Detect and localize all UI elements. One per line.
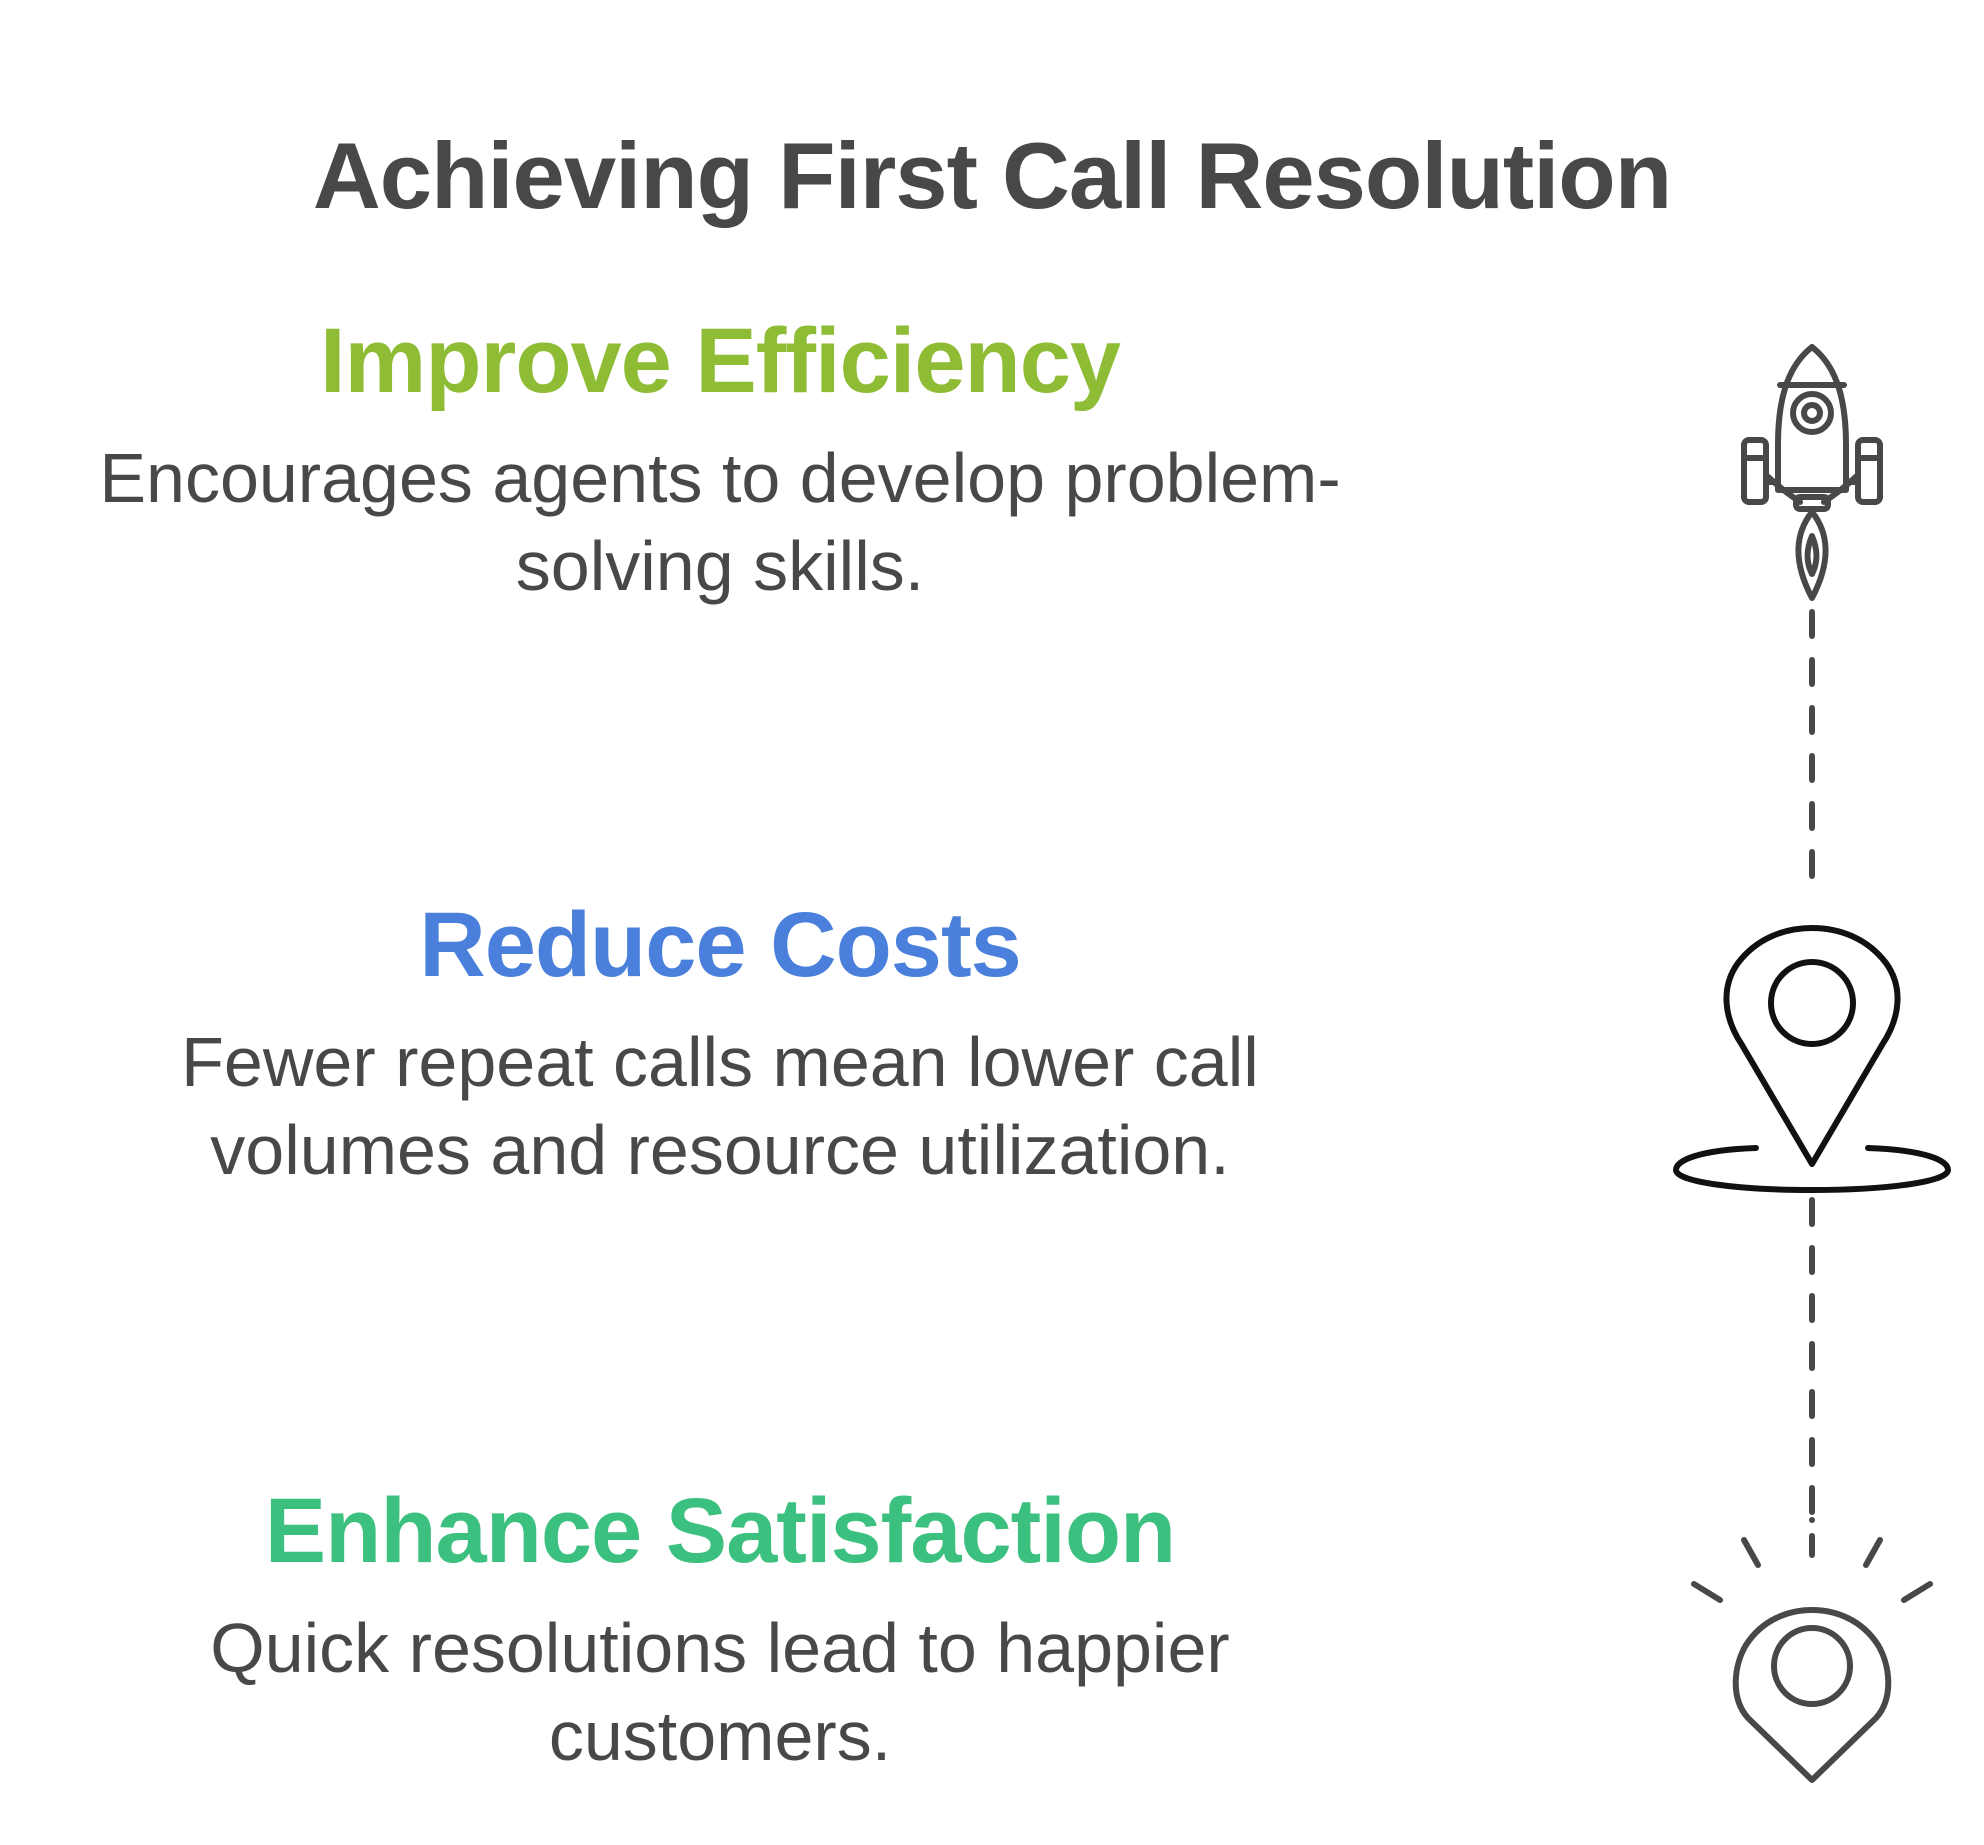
step-description: Fewer repeat calls mean lower call volum… [30, 1018, 1410, 1194]
step-heading: Reduce Costs [419, 894, 1022, 996]
step-description-line: customers. [548, 1697, 892, 1775]
rocket-icon [1741, 344, 1883, 601]
step-enhance-satisfaction: Enhance Satisfaction Quick resolutions l… [30, 1476, 1410, 1780]
step-heading: Improve Efficiency [319, 310, 1121, 412]
step-description-line: solving skills. [515, 527, 925, 605]
step-description: Quick resolutions lead to happier custom… [30, 1604, 1410, 1780]
step-description-line: volumes and resource utilization. [210, 1111, 1230, 1189]
shining-pin-icon [1691, 1517, 1933, 1783]
step-description-line: Quick resolutions lead to happier [210, 1609, 1230, 1687]
step-description-line: Encourages agents to develop problem- [99, 439, 1341, 517]
map-pin-icon [1673, 925, 1951, 1193]
step-description-line: Fewer repeat calls mean lower call [181, 1023, 1259, 1101]
step-improve-efficiency: Improve Efficiency Encourages agents to … [30, 306, 1410, 610]
page-title: Achieving First Call Resolution [312, 122, 1672, 228]
step-heading: Enhance Satisfaction [264, 1480, 1176, 1582]
step-reduce-costs: Reduce Costs Fewer repeat calls mean low… [30, 890, 1410, 1194]
step-description: Encourages agents to develop problem- so… [30, 434, 1410, 610]
